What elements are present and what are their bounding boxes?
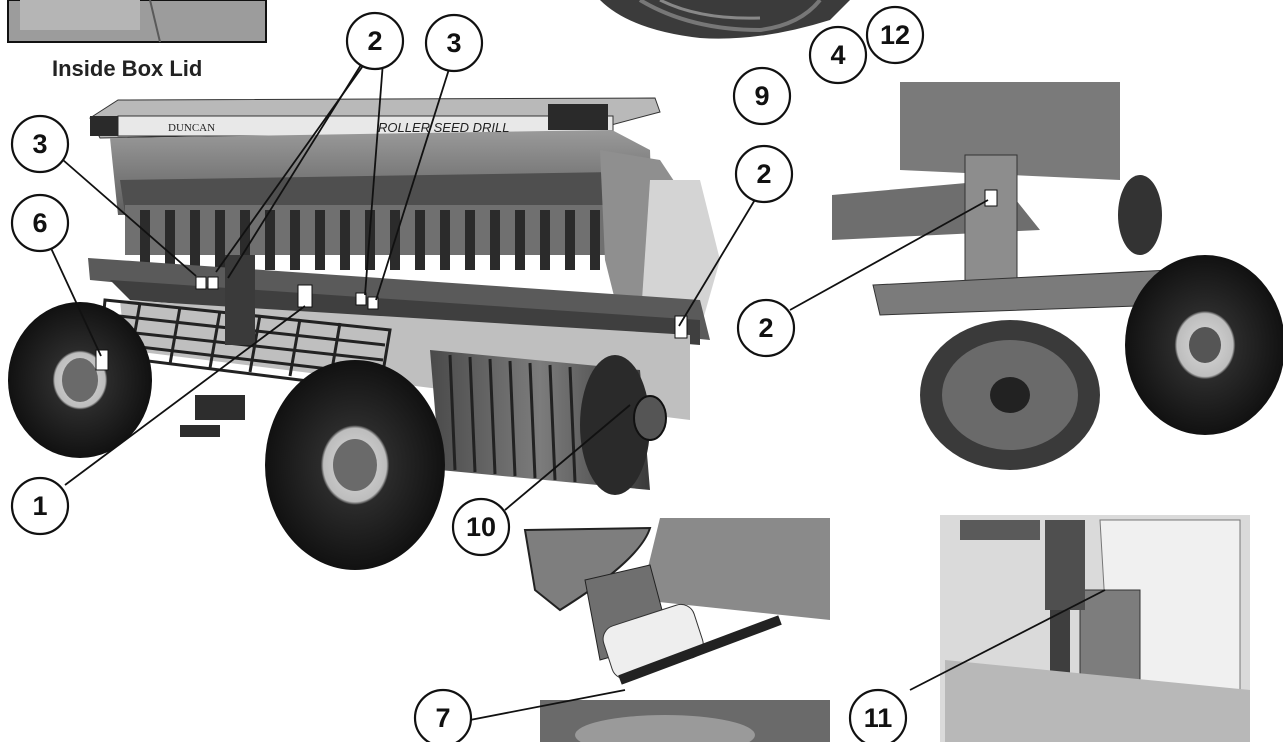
main-drill-photo: DUNCAN ROLLER SEED DRILL: [8, 97, 720, 570]
inset-right-side-photo: [832, 78, 1283, 470]
callout-number: 3: [32, 129, 47, 159]
callouts: [10, 5, 925, 747]
inset-roller-photo: [600, 0, 850, 39]
leader-lines: [49, 55, 1106, 721]
drill-model-label: ROLLER SEED DRILL: [378, 120, 510, 135]
callout-number: 4: [830, 40, 845, 70]
inset-tank-photo: [505, 518, 835, 747]
callout-number: 9: [754, 81, 769, 111]
callout-number: 6: [32, 208, 47, 238]
callout-number: 10: [466, 512, 496, 542]
callout-number: 2: [367, 26, 382, 56]
callout-number: 2: [758, 313, 773, 343]
inset-back-panel-photo: [940, 515, 1250, 742]
inset-box-lid-photo: [7, 0, 267, 43]
inside-box-lid-caption: Inside Box Lid: [52, 56, 203, 81]
callout-number: 3: [446, 28, 461, 58]
callout-number: 11: [864, 703, 893, 733]
callout-number: 12: [880, 20, 910, 50]
callout-number: 1: [32, 491, 47, 521]
callout-number: 7: [435, 703, 450, 733]
callout-number: 2: [756, 159, 771, 189]
drill-brand-label: DUNCAN: [168, 122, 215, 134]
